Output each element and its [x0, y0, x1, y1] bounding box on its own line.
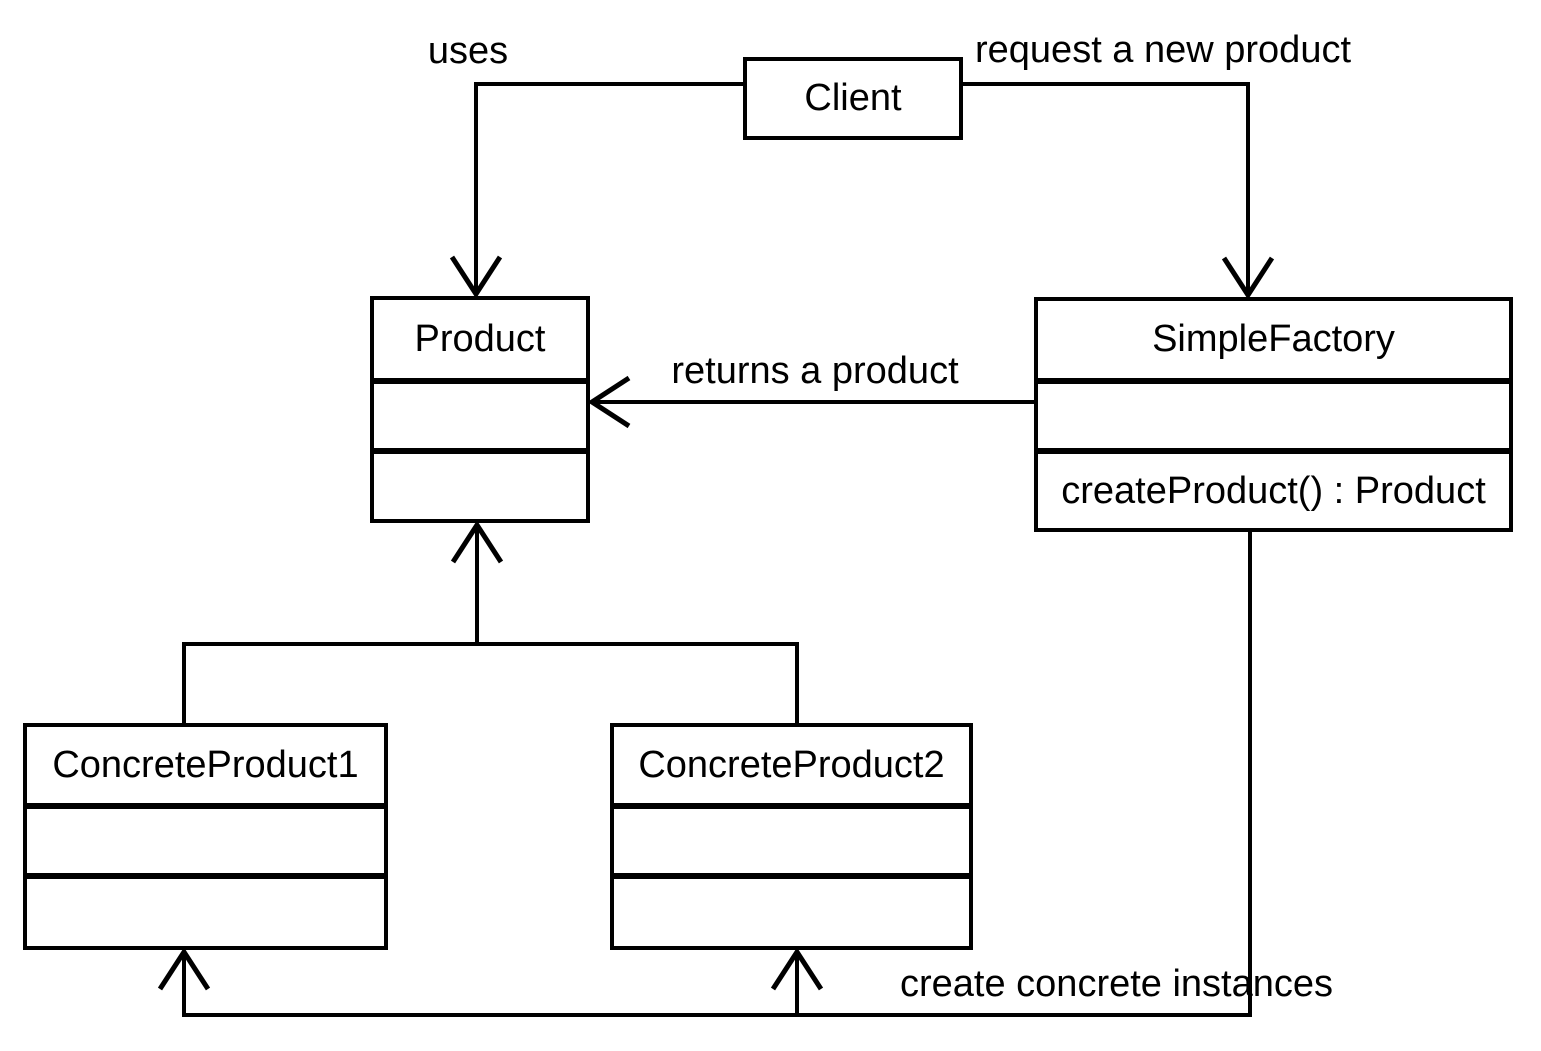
returns-product-label: returns a product [671, 350, 959, 392]
open-arrowhead-up-icon [450, 520, 504, 564]
open-arrowhead-down-icon [449, 255, 503, 299]
uses-line-path [474, 82, 743, 294]
operations-compartment-simple-factory: createProduct() : Product [1038, 448, 1509, 528]
uses-association-line [449, 82, 743, 299]
create-instances-line [157, 532, 1252, 1017]
class-box-concrete-product-2: ConcreteProduct2 [610, 723, 973, 950]
class-name-simple-factory: SimpleFactory [1152, 318, 1395, 360]
attributes-compartment-concrete-product-1 [27, 803, 384, 873]
generalization-branch-path [182, 642, 799, 723]
request-association-line [963, 82, 1275, 300]
class-box-client: Client [743, 57, 963, 140]
request-line-path [963, 82, 1250, 295]
class-box-concrete-product-1: ConcreteProduct1 [23, 723, 388, 950]
operations-compartment-concrete-product-2 [614, 873, 969, 946]
class-name-product: Product [414, 317, 546, 360]
generalization-line [182, 520, 799, 723]
open-arrowhead-left-icon [587, 375, 631, 429]
uses-label: uses [427, 30, 509, 72]
class-name-concrete-product-1: ConcreteProduct1 [52, 743, 359, 786]
create-instances-label: create concrete instances [900, 963, 1334, 1005]
open-arrowhead-up-icon [770, 947, 824, 991]
class-box-simple-factory: SimpleFactory createProduct() : Product [1034, 297, 1513, 532]
operations-compartment-product [374, 448, 586, 519]
class-name-client: Client [804, 77, 902, 119]
class-box-product: Product [370, 296, 590, 523]
open-arrowhead-down-icon [1221, 256, 1275, 300]
class-name-concrete-product-2: ConcreteProduct2 [638, 743, 945, 786]
request-new-product-label: request a new product [975, 29, 1352, 71]
open-arrowhead-up-icon [157, 947, 211, 991]
returns-product-line [587, 375, 1034, 429]
attributes-compartment-product [374, 378, 586, 448]
attributes-compartment-simple-factory [1038, 378, 1509, 448]
operations-compartment-concrete-product-1 [27, 873, 384, 946]
create-instances-path [182, 532, 1252, 1017]
attributes-compartment-concrete-product-2 [614, 803, 969, 873]
